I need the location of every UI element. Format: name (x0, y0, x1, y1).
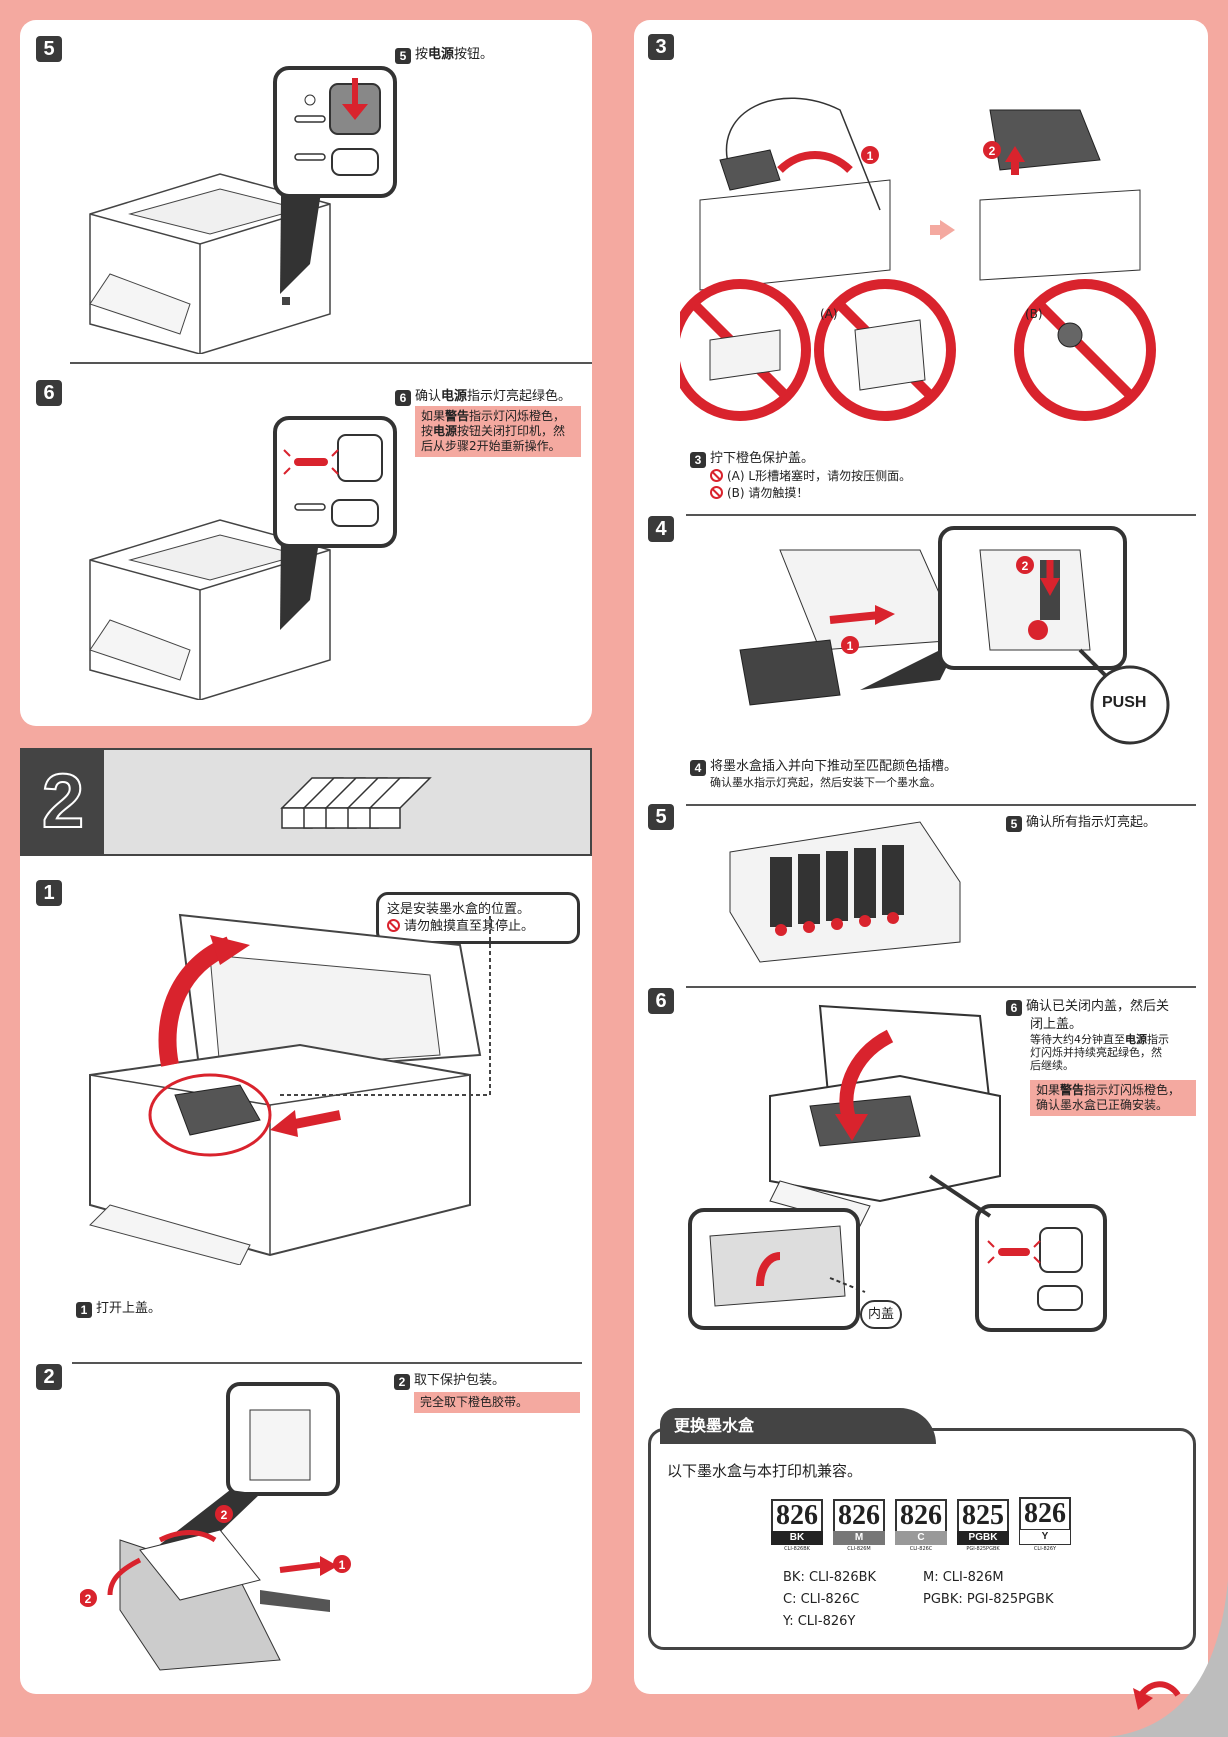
svg-text:1: 1 (867, 149, 874, 163)
all-lights-on-illustration (729, 821, 961, 963)
section-2-step-1-number: 1 (36, 880, 62, 906)
right-step-4-badge: 4 (690, 760, 706, 776)
svg-text:2: 2 (989, 144, 996, 158)
prohibited-icon (387, 919, 400, 932)
right-step-3-number: 3 (648, 34, 674, 60)
remove-cap-illustration: 1 2 (680, 97, 1156, 421)
svg-text:2: 2 (85, 1592, 92, 1606)
svg-text:1: 1 (339, 1558, 346, 1572)
right-step-3-badge: 3 (690, 452, 706, 468)
inner-cover-label: 内盖 (860, 1300, 903, 1329)
svg-text:1: 1 (847, 639, 854, 653)
step-6-warning-note: 如果警告指示灯闪烁橙色， 按电源按钮关闭打印机，然 后从步骤2开始重新操作。 (415, 406, 581, 457)
section-2-step-1-badge: 1 (76, 1302, 92, 1318)
printer-open-cover-illustration (89, 913, 491, 1265)
divider (686, 804, 1196, 806)
ink-pgbk-code: PGBK: PGI-825PGBK (923, 1592, 1054, 1607)
divider (686, 514, 1196, 516)
section-2-header: 2 (20, 748, 592, 856)
push-label: PUSH (1102, 694, 1147, 711)
close-cover-illustration (688, 1004, 1107, 1332)
section-2-number: 2 (22, 750, 104, 854)
divider (70, 362, 592, 364)
insert-cartridge-illustration: 1 2 (739, 526, 1170, 745)
ink-y-code: Y: CLI-826Y (783, 1614, 856, 1629)
install-position-callout: 这是安装墨水盒的位置。 请勿触摸直至其停止。 (376, 892, 580, 944)
printer-light-illustration (89, 416, 397, 700)
prohibited-icon (710, 469, 723, 482)
step-5-badge: 5 (395, 48, 411, 64)
remove-packaging-illustration: 2 1 2 (80, 1382, 351, 1671)
right-step-6-badge: 6 (1006, 1000, 1022, 1016)
section-2-step-2-badge: 2 (394, 1374, 410, 1390)
svg-text:2: 2 (1022, 559, 1029, 573)
page-curl-icon (1108, 1580, 1228, 1737)
right-step-4-number: 4 (648, 516, 674, 542)
replace-intro: 以下墨水盒与本打印机兼容。 (667, 1462, 863, 1480)
divider (72, 1362, 582, 1364)
step-6-badge: 6 (395, 390, 411, 406)
right-step-5-number: 5 (648, 804, 674, 830)
ink-bk-code: BK: CLI-826BK (783, 1570, 877, 1585)
section-2-step-2-note: 完全取下橙色胶带。 (414, 1392, 580, 1413)
ink-cartridges-icon (280, 777, 432, 829)
step-6-number: 6 (36, 380, 62, 406)
right-step-5-badge: 5 (1006, 816, 1022, 832)
section-2-step-2-number: 2 (36, 1364, 62, 1390)
printer-power-illustration (89, 66, 397, 354)
replace-ink-tab: 更换墨水盒 (660, 1408, 936, 1444)
label-a: (A) (820, 307, 838, 321)
ink-c-code: C: CLI-826C (783, 1592, 860, 1607)
right-step-6-warning-note: 如果警告指示灯闪烁橙色， 确认墨水盒已正确安装。 (1030, 1080, 1196, 1116)
ink-m-code: M: CLI-826M (923, 1570, 1004, 1585)
right-step-6-number: 6 (648, 988, 674, 1014)
divider (686, 986, 1196, 988)
step-5-number: 5 (36, 36, 62, 62)
svg-text:2: 2 (221, 1508, 228, 1522)
prohibited-icon (710, 486, 723, 499)
label-b: (B) (1025, 307, 1043, 321)
